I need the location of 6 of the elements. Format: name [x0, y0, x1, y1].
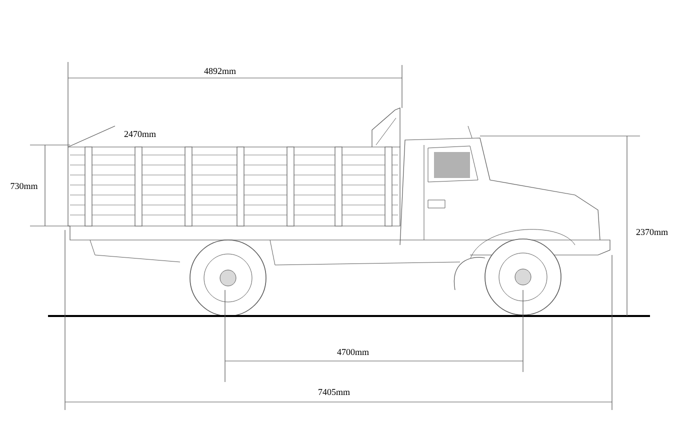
dimension-label: 4892mm [204, 68, 236, 74]
dimension-label: 2470mm [124, 130, 156, 138]
dimension-label: 7405mm [318, 388, 350, 396]
dimension-label: 4700mm [337, 348, 369, 356]
dimension-label: 2370mm [636, 228, 668, 236]
dimension-label: 730mm [10, 182, 38, 190]
